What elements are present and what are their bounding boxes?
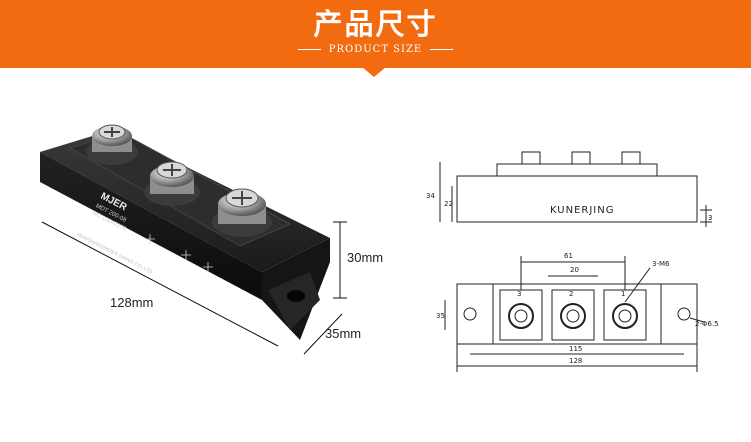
side-view-brand: KUNERJING <box>550 205 614 216</box>
terminal-1-label: 1 <box>621 290 625 298</box>
mounting-hole <box>287 290 305 302</box>
side-height-body: 22 <box>444 200 453 208</box>
side-terminal-3 <box>621 151 641 165</box>
terminal-2-circle <box>560 303 586 329</box>
banner-divider-right <box>430 49 453 50</box>
terminal-bolt-2 <box>144 161 200 206</box>
terminal-bolt-1 <box>86 124 138 165</box>
circuit-symbol <box>145 234 213 272</box>
mount-hole-right <box>677 307 691 321</box>
side-lip-dimension: 3 <box>708 214 712 222</box>
terminal-3-label: 3 <box>517 290 521 298</box>
terminal-bolt-3 <box>212 188 272 237</box>
module-front-face <box>40 152 262 300</box>
banner-title: 产品尺寸 <box>313 7 438 41</box>
hole-label: 2-Φ6.5 <box>695 320 719 328</box>
dim-128: 128 <box>569 357 582 365</box>
depth-dimension: 35mm <box>325 326 361 341</box>
photo-dimension-lines <box>41 221 347 355</box>
mount-hole-left <box>463 307 477 321</box>
height-dimension: 30mm <box>347 250 383 265</box>
side-terminal-2 <box>571 151 591 165</box>
dim-20: 20 <box>570 266 579 274</box>
side-terminal-1 <box>521 151 541 165</box>
dim-61: 61 <box>564 252 573 260</box>
dim-115: 115 <box>569 345 582 353</box>
side-view-cap <box>496 163 658 177</box>
banner-subtitle: PRODUCT SIZE <box>328 44 423 55</box>
banner-divider-left <box>298 49 321 50</box>
header-banner: 产品尺寸 PRODUCT SIZE <box>0 0 751 68</box>
width-dimension: 128mm <box>110 295 153 310</box>
height-35: 35 <box>436 312 445 320</box>
terminal-3-circle <box>508 303 534 329</box>
terminal-2-label: 2 <box>569 290 573 298</box>
side-height-total: 34 <box>426 192 435 200</box>
thread-label: 3-M6 <box>652 260 670 268</box>
terminal-1-circle <box>612 303 638 329</box>
banner-notch <box>362 67 386 77</box>
